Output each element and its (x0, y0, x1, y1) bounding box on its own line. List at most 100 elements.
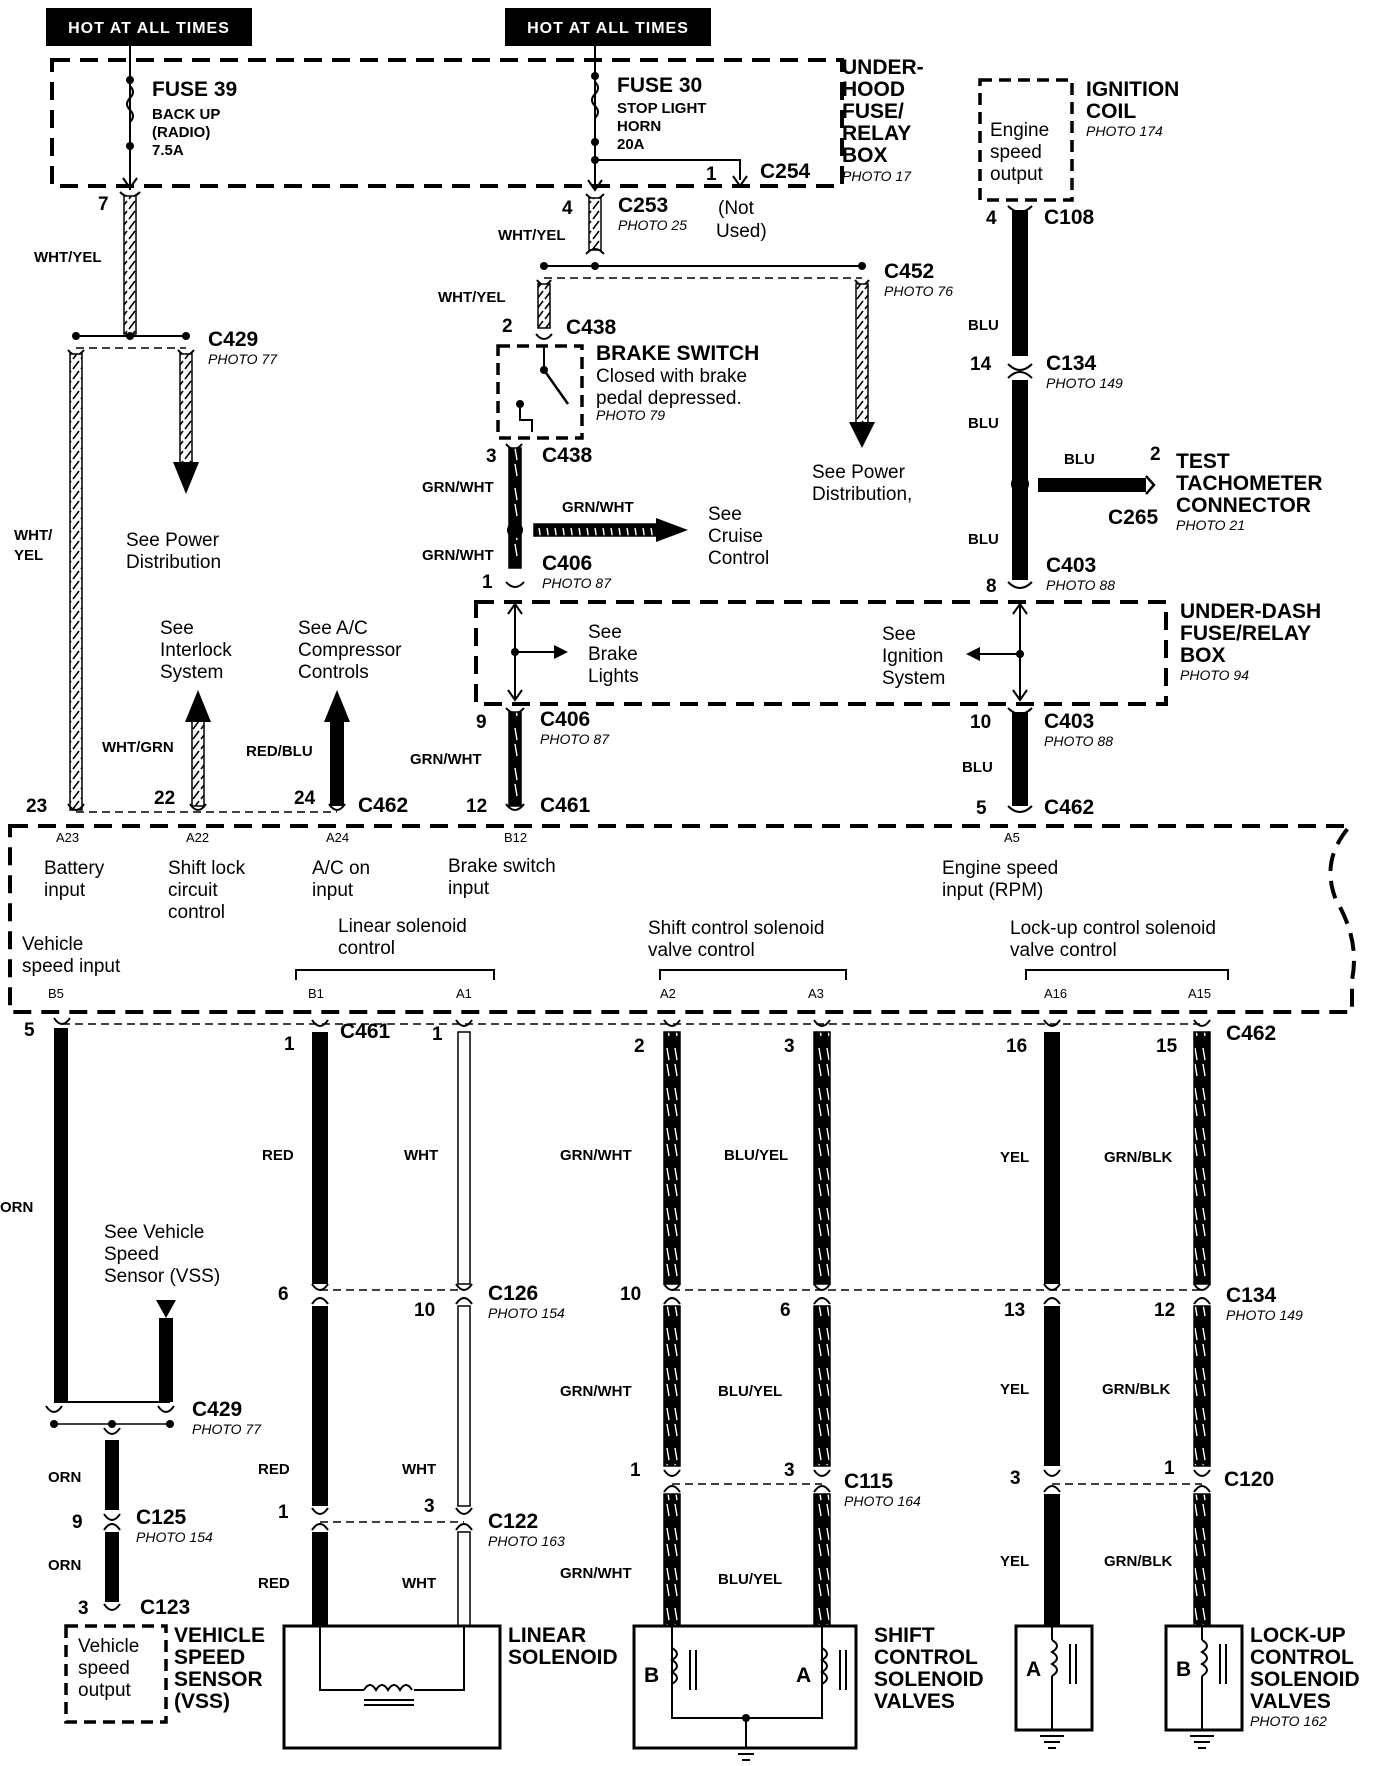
svg-text:PHOTO 88: PHOTO 88 (1046, 577, 1115, 593)
svg-text:A16: A16 (1044, 986, 1067, 1001)
svg-text:B12: B12 (504, 830, 527, 845)
svg-text:5: 5 (24, 1020, 35, 1041)
svg-text:speed: speed (990, 142, 1042, 163)
svg-text:Shift lock: Shift lock (168, 858, 246, 879)
svg-text:C461: C461 (540, 794, 591, 817)
svg-text:Speed: Speed (104, 1244, 159, 1265)
svg-text:PHOTO 25: PHOTO 25 (618, 217, 687, 233)
vss-title: VEHICLE SPEED SENSOR (VSS) (174, 1624, 265, 1713)
svg-text:PHOTO 21: PHOTO 21 (1176, 517, 1245, 533)
ecu-top-pins: A23 A22 A24 B12 A5 (56, 830, 1020, 845)
svg-text:A5: A5 (1004, 830, 1020, 845)
svg-text:ORN: ORN (0, 1199, 33, 1216)
svg-text:Brake: Brake (588, 644, 638, 665)
svg-text:System: System (160, 662, 223, 683)
svg-text:control: control (168, 902, 225, 923)
test-tach-title: TEST (1176, 450, 1230, 473)
svg-text:23: 23 (26, 796, 47, 817)
svg-text:B: B (1176, 1658, 1191, 1681)
svg-text:PHOTO 163: PHOTO 163 (488, 1533, 565, 1549)
linear-solenoid-title: LINEAR (508, 1624, 586, 1647)
svg-text:valve control: valve control (648, 940, 755, 961)
svg-text:BLU: BLU (1064, 451, 1095, 468)
svg-text:RED: RED (258, 1575, 290, 1592)
svg-text:C406: C406 (542, 552, 592, 575)
svg-text:A3: A3 (808, 986, 824, 1001)
svg-text:BLU/YEL: BLU/YEL (718, 1383, 782, 1400)
svg-text:A: A (796, 1664, 811, 1687)
svg-text:8: 8 (986, 576, 997, 597)
svg-text:YEL: YEL (14, 547, 43, 564)
svg-text:3: 3 (784, 1460, 795, 1481)
svg-text:GRN/BLK: GRN/BLK (1104, 1553, 1172, 1570)
svg-text:2: 2 (1150, 444, 1161, 465)
svg-text:CONTROL: CONTROL (874, 1646, 978, 1669)
svg-text:GRN/WHT: GRN/WHT (562, 499, 634, 516)
svg-text:GRN/BLK: GRN/BLK (1102, 1381, 1170, 1398)
svg-text:FUSE/: FUSE/ (842, 100, 904, 123)
svg-text:7.5A: 7.5A (152, 142, 184, 159)
svg-text:4: 4 (562, 198, 573, 219)
svg-text:C115: C115 (844, 1470, 893, 1493)
svg-text:4: 4 (986, 208, 997, 229)
svg-text:WHT/: WHT/ (14, 527, 53, 544)
svg-text:22: 22 (154, 788, 175, 809)
svg-text:C462: C462 (358, 794, 408, 817)
svg-text:A22: A22 (186, 830, 209, 845)
svg-text:ORN: ORN (48, 1469, 81, 1486)
svg-text:24: 24 (294, 788, 316, 809)
ecu-box (8, 824, 1356, 1014)
svg-text:15: 15 (1156, 1036, 1178, 1057)
svg-text:Vehicle: Vehicle (22, 934, 83, 955)
svg-text:PHOTO 154: PHOTO 154 (488, 1305, 565, 1321)
svg-text:CONNECTOR: CONNECTOR (1176, 494, 1311, 517)
svg-text:6: 6 (780, 1300, 791, 1321)
svg-text:PHOTO 154: PHOTO 154 (136, 1529, 213, 1545)
svg-text:PHOTO 174: PHOTO 174 (1086, 123, 1163, 139)
svg-text:WHT: WHT (402, 1575, 436, 1592)
see-ignition: See (882, 624, 916, 645)
svg-text:output: output (990, 164, 1044, 185)
svg-text:System: System (882, 668, 945, 689)
lockup-valve-b-box (1164, 1624, 1244, 1732)
svg-text:PHOTO 164: PHOTO 164 (844, 1493, 921, 1509)
svg-text:C403: C403 (1044, 710, 1094, 733)
svg-text:Cruise: Cruise (708, 526, 763, 547)
svg-text:C253: C253 (618, 194, 668, 217)
shift-valves-title: SHIFT CONTROL SOLENOID VALVES (874, 1624, 984, 1713)
svg-text:C462: C462 (1226, 1022, 1276, 1045)
svg-text:STOP LIGHT: STOP LIGHT (617, 100, 706, 117)
svg-text:valve control: valve control (1010, 940, 1117, 961)
c429-top-name: C429 (208, 328, 258, 351)
svg-text:1: 1 (284, 1034, 295, 1055)
underhood-fuse-box (50, 58, 844, 188)
svg-text:circuit: circuit (168, 880, 218, 901)
svg-text:Vehicle: Vehicle (78, 1636, 139, 1657)
svg-text:Interlock: Interlock (160, 640, 232, 661)
vss-box (64, 1624, 168, 1724)
svg-text:SOLENOID: SOLENOID (1250, 1668, 1360, 1691)
svg-text:PHOTO 149: PHOTO 149 (1226, 1307, 1303, 1323)
svg-text:VEHICLE: VEHICLE (174, 1624, 265, 1647)
brake-switch-title: BRAKE SWITCH (596, 342, 759, 365)
svg-text:WHT: WHT (404, 1147, 438, 1164)
svg-text:1: 1 (278, 1502, 289, 1523)
svg-text:YEL: YEL (1000, 1553, 1029, 1570)
svg-text:2: 2 (634, 1036, 645, 1057)
svg-text:SENSOR: SENSOR (174, 1668, 263, 1691)
svg-text:YEL: YEL (1000, 1149, 1029, 1166)
svg-text:A2: A2 (660, 986, 676, 1001)
svg-text:9: 9 (476, 712, 487, 733)
svg-text:C134: C134 (1226, 1284, 1277, 1307)
svg-text:GRN/WHT: GRN/WHT (422, 479, 494, 496)
svg-text:output: output (78, 1680, 132, 1701)
svg-text:RED: RED (258, 1461, 290, 1478)
svg-text:SPEED: SPEED (174, 1646, 245, 1669)
svg-text:3: 3 (784, 1036, 795, 1057)
svg-text:VALVES: VALVES (874, 1690, 955, 1713)
svg-text:PHOTO 87: PHOTO 87 (540, 731, 610, 747)
svg-text:1: 1 (482, 572, 493, 593)
svg-text:3: 3 (78, 1598, 89, 1619)
ignition-coil-box (978, 78, 1074, 202)
